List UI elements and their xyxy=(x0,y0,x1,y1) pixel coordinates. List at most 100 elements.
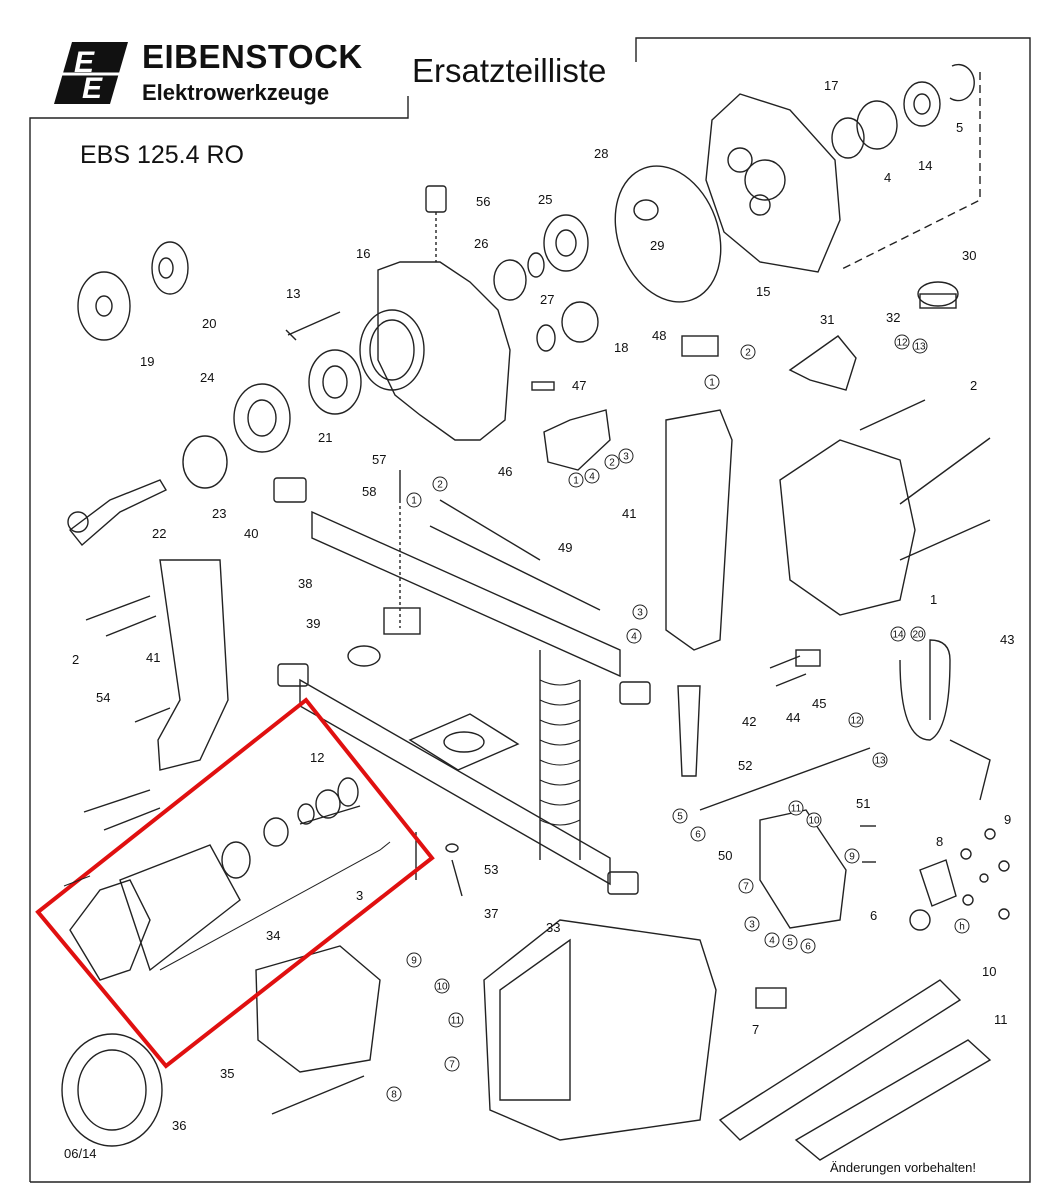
part-label-p48: 48 xyxy=(652,328,666,343)
circled-ref-c12: 4 xyxy=(626,628,642,644)
circled-ref-c14: 20 xyxy=(910,626,926,642)
part-label-p2b: 2 xyxy=(72,652,79,667)
part-label-p49: 49 xyxy=(558,540,572,555)
circled-ref-text: 6 xyxy=(695,830,701,841)
part-label-p45: 45 xyxy=(812,696,826,711)
part-label-p42: 42 xyxy=(742,714,756,729)
part-label-p41a: 41 xyxy=(622,506,636,521)
circled-ref-ring xyxy=(604,454,620,470)
circled-ref-c24: 4 xyxy=(764,932,780,948)
circled-ref-c11: 3 xyxy=(632,604,648,620)
circled-ref-c10: 2 xyxy=(432,476,448,492)
part-label-p54: 54 xyxy=(96,690,110,705)
circled-ref-c13: 14 xyxy=(890,626,906,642)
circled-ref-ring xyxy=(890,626,906,642)
circled-ref-ring xyxy=(738,878,754,894)
circled-ref-ring xyxy=(782,934,798,950)
part-label-p18: 18 xyxy=(614,340,628,355)
document-title: Ersatzteilliste xyxy=(412,52,607,89)
circled-ref-ring xyxy=(672,808,688,824)
circled-ref-c28: 9 xyxy=(406,952,422,968)
part-label-p12: 12 xyxy=(310,750,324,765)
circled-ref-c30: 11 xyxy=(448,1012,464,1028)
part-label-p34: 34 xyxy=(266,928,280,943)
circled-ref-ring xyxy=(894,334,910,350)
circled-ref-text: 8 xyxy=(391,1090,397,1101)
part-label-p24: 24 xyxy=(200,370,214,385)
circled-ref-text: 12 xyxy=(896,338,908,349)
circled-ref-text: 3 xyxy=(749,920,755,931)
part-label-p56: 56 xyxy=(476,194,490,209)
circled-ref-c7: 1 xyxy=(568,472,584,488)
part-label-p21: 21 xyxy=(318,430,332,445)
circled-ref-c2: 1 xyxy=(704,374,720,390)
circled-ref-text: 2 xyxy=(609,458,615,469)
part-label-p44: 44 xyxy=(786,710,800,725)
part-label-p41b: 41 xyxy=(146,650,160,665)
circled-ref-ring xyxy=(444,1056,460,1072)
circled-ref-ring xyxy=(448,1012,464,1028)
circled-ref-ring xyxy=(632,604,648,620)
part-label-p25: 25 xyxy=(538,192,552,207)
circled-ref-c1: 2 xyxy=(740,344,756,360)
svg-text:E: E xyxy=(74,46,95,79)
circled-ref-ring xyxy=(584,468,600,484)
part-label-p40: 40 xyxy=(244,526,258,541)
part-label-p51: 51 xyxy=(856,796,870,811)
part-label-p58: 58 xyxy=(362,484,376,499)
part-label-p4: 4 xyxy=(884,170,891,185)
circled-ref-c17: 5 xyxy=(672,808,688,824)
circled-ref-ring xyxy=(744,916,760,932)
part-label-p43: 43 xyxy=(1000,632,1014,647)
circled-ref-c25: 5 xyxy=(782,934,798,950)
part-label-p39: 39 xyxy=(306,616,320,631)
circled-ref-ring xyxy=(568,472,584,488)
circled-ref-text: 10 xyxy=(808,816,820,827)
circled-ref-c16: 13 xyxy=(872,752,888,768)
part-label-p57: 57 xyxy=(372,452,386,467)
part-label-p20: 20 xyxy=(202,316,216,331)
circled-ref-text: 13 xyxy=(874,756,886,767)
circled-ref-ring xyxy=(704,374,720,390)
circled-ref-ring xyxy=(618,448,634,464)
highlight-box xyxy=(35,697,435,1069)
part-label-p29: 29 xyxy=(650,238,664,253)
part-label-p30: 30 xyxy=(962,248,976,263)
circled-ref-text: 6 xyxy=(805,942,811,953)
circled-ref-ring xyxy=(788,800,804,816)
circled-ref-c31: 7 xyxy=(444,1056,460,1072)
part-label-p37: 37 xyxy=(484,906,498,921)
circled-ref-ring xyxy=(872,752,888,768)
part-label-p53: 53 xyxy=(484,862,498,877)
part-label-p8: 8 xyxy=(936,834,943,849)
circled-ref-text: 12 xyxy=(850,716,862,727)
circled-ref-text: 1 xyxy=(573,476,579,487)
circled-ref-ring xyxy=(912,338,928,354)
circled-ref-c29: 10 xyxy=(434,978,450,994)
part-label-p28: 28 xyxy=(594,146,608,161)
circled-ref-c32: 8 xyxy=(386,1086,402,1102)
circled-ref-text: h xyxy=(959,922,965,933)
part-label-p11: 11 xyxy=(994,1012,1008,1027)
circled-ref-c20: 10 xyxy=(806,812,822,828)
circled-ref-ring xyxy=(954,918,970,934)
circled-ref-text: 4 xyxy=(631,632,637,643)
circled-ref-c26: 6 xyxy=(800,938,816,954)
part-label-p17: 17 xyxy=(824,78,838,93)
circled-ref-ring xyxy=(844,848,860,864)
circled-ref-ring xyxy=(806,812,822,828)
part-label-p14: 14 xyxy=(918,158,932,173)
circled-ref-ring xyxy=(800,938,816,954)
circled-ref-text: 1 xyxy=(709,378,715,389)
part-label-p32: 32 xyxy=(886,310,900,325)
circled-ref-ring xyxy=(432,476,448,492)
part-label-p19: 19 xyxy=(140,354,154,369)
part-label-p47: 47 xyxy=(572,378,586,393)
part-label-p13: 13 xyxy=(286,286,300,301)
circled-ref-c21: 9 xyxy=(844,848,860,864)
part-label-p10: 10 xyxy=(982,964,996,979)
circled-ref-text: 4 xyxy=(589,472,595,483)
circled-ref-ring xyxy=(406,952,422,968)
